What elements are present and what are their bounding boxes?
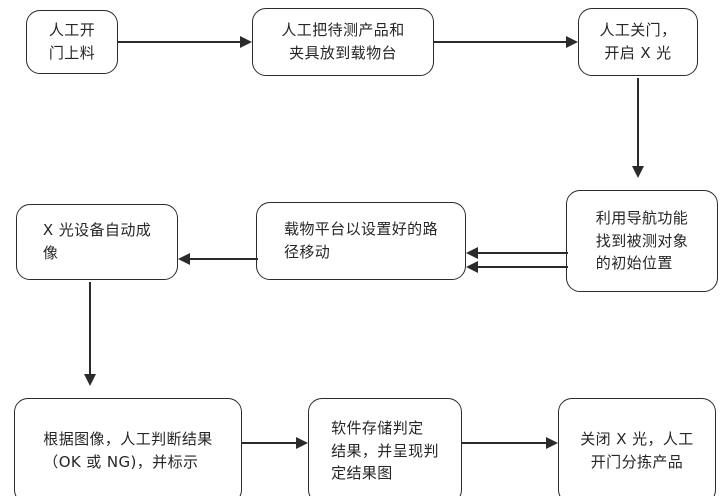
flow-node-place-product-fixture[interactable]: 人工把待测产品和 夹具放到载物台	[252, 8, 434, 76]
edge-n2-n3-line	[434, 41, 566, 43]
edge-n4-n5-line-lower	[478, 266, 568, 268]
edge-n2-n3-arrowhead	[566, 36, 578, 48]
edge-n6-n7-line	[89, 282, 91, 376]
flow-node-manual-judge-result[interactable]: 根据图像，人工判断结果 （OK 或 NG)，并标示	[14, 398, 242, 496]
edge-n1-n2-line	[118, 41, 240, 43]
flow-node-close-xray-sort-product[interactable]: 关闭 X 光，人工 开门分拣产品	[558, 398, 716, 496]
flow-node-stage-move-along-path[interactable]: 载物平台以设置好的路 径移动	[256, 202, 466, 280]
edge-n7-n8-arrowhead	[296, 437, 308, 449]
edge-n4-n5-arrowhead-upper	[466, 247, 478, 259]
edge-n1-n2-arrowhead	[240, 36, 252, 48]
edge-n3-n4-arrowhead	[632, 166, 644, 178]
flow-node-manual-open-door-load[interactable]: 人工开 门上料	[26, 10, 118, 74]
flow-node-xray-auto-imaging[interactable]: X 光设备自动成 像	[16, 204, 178, 280]
edge-n5-n6-arrowhead	[178, 253, 190, 265]
edge-n6-n7-arrowhead	[84, 374, 96, 386]
edge-n4-n5-line-upper	[478, 252, 568, 254]
edge-n4-n5-arrowhead-lower	[466, 261, 478, 273]
edge-n8-n9-arrowhead	[546, 437, 558, 449]
flow-node-navigate-find-initial-position[interactable]: 利用导航功能 找到被测对象 的初始位置	[566, 190, 718, 292]
flow-node-close-door-start-xray[interactable]: 人工关门， 开启 X 光	[578, 8, 698, 76]
flow-node-software-store-result[interactable]: 软件存储判定 结果，并呈现判 定结果图	[308, 398, 462, 496]
edge-n3-n4-line	[637, 78, 639, 168]
edge-n8-n9-line	[462, 442, 546, 444]
edge-n7-n8-line	[242, 442, 296, 444]
edge-n5-n6-line	[190, 258, 258, 260]
